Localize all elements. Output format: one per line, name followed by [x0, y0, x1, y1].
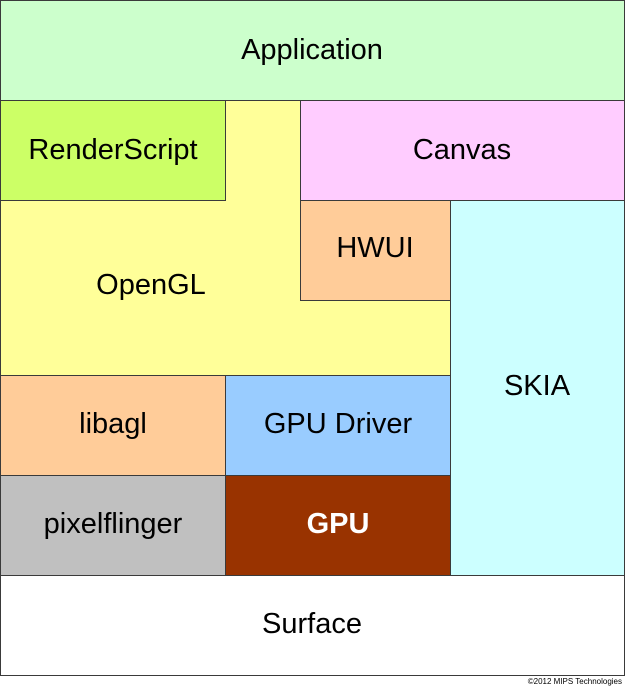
application-block	[0, 0, 625, 101]
libagl-block	[0, 375, 226, 476]
gpu-label: GPU	[307, 508, 370, 540]
copyright-notice: ©2012 MIPS Technologies	[528, 677, 622, 686]
skia-block	[450, 200, 625, 576]
renderscript-label: RenderScript	[28, 134, 197, 166]
surface-block	[0, 575, 625, 676]
application-label: Application	[241, 34, 383, 66]
gpu-driver-block	[225, 375, 451, 476]
canvas-label: Canvas	[413, 134, 511, 166]
canvas-block	[300, 100, 625, 201]
hwui-label: HWUI	[336, 232, 413, 264]
hwui-block	[300, 200, 451, 301]
pixelflinger-label: pixelflinger	[44, 508, 183, 540]
skia-label: SKIA	[504, 370, 571, 402]
gpu-driver-label: GPU Driver	[264, 408, 413, 440]
opengl-label: OpenGL	[96, 269, 206, 301]
surface-label: Surface	[262, 608, 362, 640]
renderscript-block	[0, 100, 226, 201]
gpu-block	[225, 475, 451, 576]
libagl-label: libagl	[79, 408, 147, 440]
pixelflinger-block	[0, 475, 226, 576]
